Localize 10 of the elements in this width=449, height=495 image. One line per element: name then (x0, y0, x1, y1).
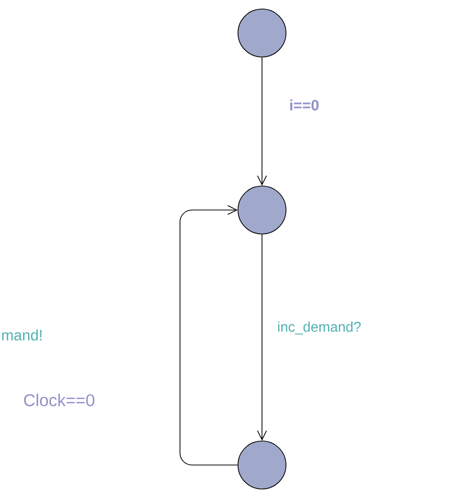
transition-text: Clock==0 (24, 394, 94, 406)
state-circle (238, 8, 286, 58)
arrow (257, 234, 267, 441)
transition-text: mand! (2, 330, 42, 340)
state-circle (238, 440, 286, 490)
edge-label: i==0 (288, 98, 320, 112)
arrow (257, 57, 267, 186)
edge-label: inc_demand? (276, 320, 362, 336)
arrow (180, 205, 238, 466)
state-circle (238, 186, 286, 234)
